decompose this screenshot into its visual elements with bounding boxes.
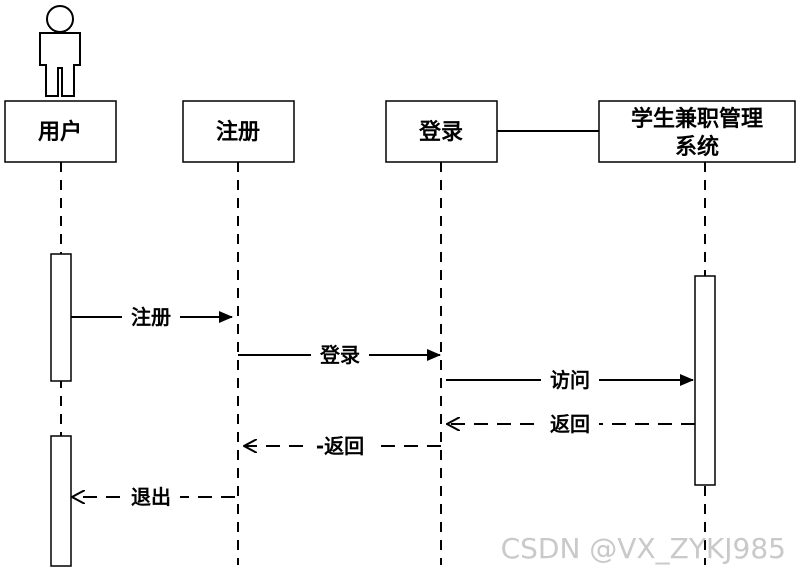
activation-user-2 xyxy=(50,435,72,567)
participant-system-label-line1: 学生兼职管理 xyxy=(631,106,763,132)
participant-system-label-line2: 系统 xyxy=(675,134,719,160)
participant-login-label: 登录 xyxy=(418,120,463,145)
message-return-system-label: 返回 xyxy=(550,412,590,436)
message-exit-label: 退出 xyxy=(131,485,171,509)
watermark: CSDN @VX_ZYKJ985 xyxy=(501,532,786,565)
message-return-login-label: -返回 xyxy=(316,434,364,458)
participant-login: 登录 xyxy=(385,100,498,163)
message-exit: 退出 xyxy=(72,482,235,510)
message-return-system: 返回 xyxy=(447,409,695,437)
message-register-label: 注册 xyxy=(131,305,171,329)
participant-register: 注册 xyxy=(182,100,295,163)
message-access-label: 访问 xyxy=(550,368,590,392)
participant-register-label: 注册 xyxy=(216,119,260,145)
participant-system: 学生兼职管理 系统 xyxy=(598,100,796,163)
message-login-label: 登录 xyxy=(319,343,360,367)
activation-user-1 xyxy=(50,253,72,382)
activation-system xyxy=(694,275,716,486)
message-login: 登录 xyxy=(238,340,441,368)
message-return-login: -返回 xyxy=(244,431,441,459)
participant-user: 用户 xyxy=(4,100,117,163)
user-actor-icon xyxy=(39,5,81,97)
participant-user-label: 用户 xyxy=(38,119,82,145)
message-register: 注册 xyxy=(71,302,233,330)
message-access: 访问 xyxy=(446,365,694,393)
